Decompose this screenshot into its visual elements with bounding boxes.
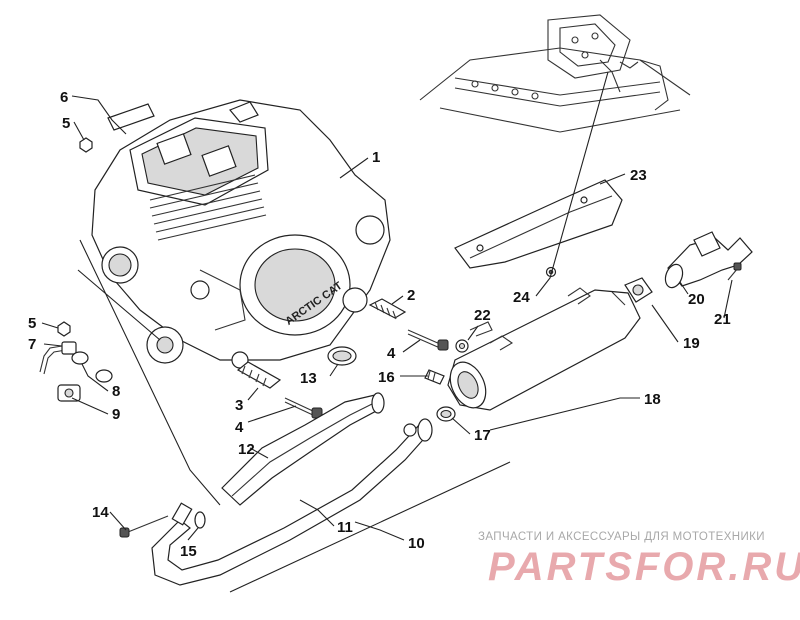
callout-24: 24 <box>513 289 530 306</box>
grommet-22 <box>455 321 493 353</box>
callout-17: 17 <box>474 427 491 444</box>
callout-2: 2 <box>407 287 415 304</box>
callout-12: 12 <box>238 441 255 458</box>
callout-9: 9 <box>112 406 120 423</box>
heat-shield-23 <box>454 179 623 269</box>
tail-pipe-20 <box>664 231 753 289</box>
gasket-8 <box>71 351 113 383</box>
head-pipe-11 <box>151 418 433 586</box>
frame-section <box>419 14 691 133</box>
screw-21 <box>727 262 742 281</box>
callout-1: 1 <box>372 149 380 166</box>
spring-16 <box>424 369 445 385</box>
spring-2 <box>368 298 407 320</box>
sensor-9 <box>57 384 81 402</box>
callout-4-lower: 4 <box>235 419 244 436</box>
gasket-17 <box>436 406 456 422</box>
upper-heat-shield-6 <box>107 103 155 131</box>
gasket-19 <box>624 277 653 303</box>
spring-3 <box>236 361 282 389</box>
callouts: 1 2 3 4 4 5 5 6 7 8 9 10 11 12 13 14 15 … <box>28 89 731 560</box>
callout-8: 8 <box>112 383 120 400</box>
watermark-brand: PARTSFOR.RU <box>488 545 800 589</box>
callout-13: 13 <box>300 370 317 387</box>
engine: ARCTIC CAT <box>91 99 391 369</box>
callout-18: 18 <box>644 391 661 408</box>
muffler-18 <box>447 287 641 411</box>
callout-7: 7 <box>28 336 36 353</box>
bolt-4-lower <box>284 397 323 419</box>
bolt-14 <box>119 515 169 538</box>
callout-22: 22 <box>474 307 491 324</box>
callout-10: 10 <box>408 535 425 552</box>
nut-5-lower <box>57 321 71 337</box>
o2-sensor-7 <box>39 341 77 375</box>
callout-21: 21 <box>714 311 731 328</box>
callout-5-lower: 5 <box>28 315 36 332</box>
gasket-15 <box>194 511 206 529</box>
callout-14: 14 <box>92 504 109 521</box>
bolt-4-upper <box>407 329 449 351</box>
callout-23: 23 <box>630 167 647 184</box>
clamp-13 <box>327 346 357 366</box>
callout-4-upper: 4 <box>387 345 396 362</box>
callout-6: 6 <box>60 89 68 106</box>
leader-lines <box>41 71 733 593</box>
callout-5-upper: 5 <box>62 115 70 132</box>
callout-15: 15 <box>180 543 197 560</box>
heat-shield-12 <box>221 392 385 506</box>
watermark-subtitle: ЗАПЧАСТИ И АКСЕССУАРЫ ДЛЯ МОТОТЕХНИКИ <box>478 531 765 543</box>
callout-20: 20 <box>688 291 705 308</box>
callout-19: 19 <box>683 335 700 352</box>
callout-3: 3 <box>235 397 243 414</box>
nut-5-upper <box>79 137 93 153</box>
callout-16: 16 <box>378 369 395 386</box>
watermark: ЗАПЧАСТИ И АКСЕССУАРЫ ДЛЯ МОТОТЕХНИКИ PA… <box>478 531 800 589</box>
callout-11: 11 <box>337 519 353 536</box>
